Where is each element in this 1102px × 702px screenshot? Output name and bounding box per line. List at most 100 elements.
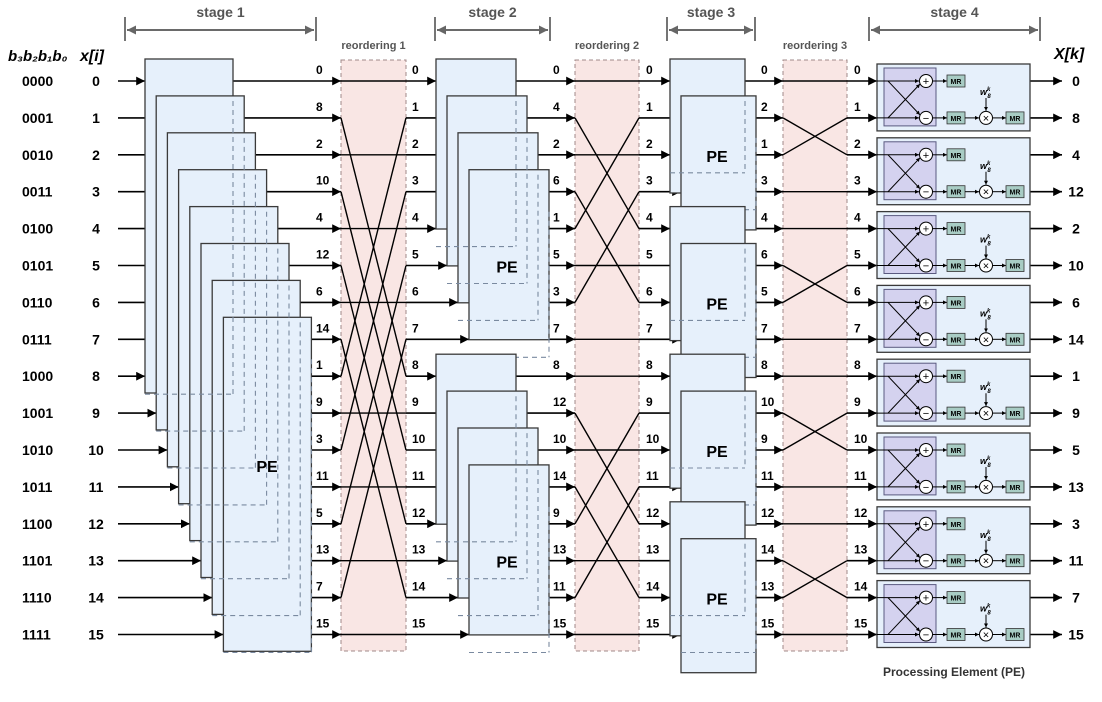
butterfly-wire [887,305,921,340]
output-index-label: 6 [1072,294,1080,310]
subtractor-symbol: − [923,334,929,346]
adder-icon [919,443,933,457]
input-index-label: 1 [92,110,100,126]
mr-label: MR [1010,116,1021,123]
stage-brackets [124,17,1041,41]
stage3-input-label: 5 [646,248,653,262]
stage1-output-label: 7 [316,580,323,594]
mr-label: MR [1010,411,1021,418]
output-index-label: 9 [1072,405,1080,421]
stage-label-4: stage 4 [930,4,978,20]
butterfly-wire [887,231,921,266]
stage-label-1: stage 1 [196,4,244,20]
mr-label: MR [951,633,962,640]
multiplier-icon [979,406,993,421]
stage2-input-label: 5 [412,248,419,262]
stage2-input-label: 3 [412,174,419,188]
stage3-input-label: 8 [646,358,653,372]
stage4-input-label: 8 [854,358,861,372]
butterfly-wire [887,378,921,414]
pe-label: PE [706,149,728,166]
stage4-input-label: 9 [854,395,861,409]
mr-register [1005,185,1025,199]
reordering3-cross-wire [782,264,848,304]
stage3-output-label: 15 [761,617,775,631]
mr-register [946,369,966,383]
mr-register [946,295,966,309]
stage4-input-label: 14 [854,580,868,594]
input-index-label: 10 [88,442,104,458]
stage2-output-label: 9 [553,506,560,520]
stage2-input-label: 13 [412,543,426,557]
multiplier-symbol: × [983,113,989,125]
mr-register [1005,111,1025,125]
stage2-output-label: 3 [553,284,560,298]
stage1-output-label: 10 [316,174,330,188]
mr-register [1005,554,1025,568]
mr-label: MR [951,300,962,307]
butterfly-wire [887,449,921,485]
adder-icon [919,147,933,162]
output-index-label: 11 [1069,553,1084,569]
stage4-input-label: 3 [854,174,861,188]
stage3-output-label: 12 [761,506,775,520]
stage2-input-label: 8 [412,358,419,372]
multiplier-icon [979,332,993,347]
butterfly-wire [887,597,921,632]
signal-wires [118,76,1062,639]
stage3-input-label: 11 [646,469,659,483]
reordering-region-1 [340,59,407,652]
reordering1-cross-wire [340,339,407,598]
binary-index-label: 1001 [22,405,53,421]
stage2-pe-4 [468,169,550,341]
subtractor-symbol: − [923,113,929,125]
butterfly-wire [887,600,921,635]
stage3-output-label: 10 [761,395,775,409]
stage3-input-label: 13 [646,543,660,557]
reordering3-cross-wire [782,412,848,451]
stage4-input-label: 5 [854,248,861,262]
stage2-output-label: 4 [553,100,560,114]
stage4-input-label: 12 [854,506,868,520]
multiplier-symbol: × [983,630,989,642]
stage2-output-label: 1 [553,211,560,225]
adder-symbol: + [923,297,929,309]
stage2-output-label: 13 [553,543,567,557]
adder-icon [919,221,933,236]
adder-symbol: + [923,593,929,605]
stage4-input-label: 0 [854,63,861,77]
mr-register [1005,406,1025,420]
stage4-input-label: 15 [854,617,868,631]
reordering1-cross-wire [340,117,407,377]
reordering3-cross-wire [782,560,848,599]
output-index-label: 14 [1068,331,1084,347]
mr-label: MR [951,448,962,455]
subtractor-icon [919,184,933,199]
mr-label: MR [1010,485,1021,492]
binary-index-label: 1000 [22,368,53,384]
stage1-output-label: 13 [316,543,330,557]
input-index-label: 6 [92,294,100,310]
mr-label: MR [951,227,962,234]
reordering-label-3: reordering 3 [783,40,847,52]
butterfly-wire [887,157,921,193]
mr-register [946,222,966,236]
stage3-pe [680,538,757,674]
mr-label: MR [1010,337,1021,344]
butterfly-wire [887,80,921,116]
stage1-pe-8 [222,316,313,652]
stage3-output-label: 9 [761,432,768,446]
mr-register [946,443,966,457]
stage1-output-label: 0 [316,63,323,77]
mr-register [946,517,966,531]
stage2-output-label: 15 [553,617,567,631]
output-index-label: 15 [1068,627,1084,643]
binary-index-label: 0001 [22,110,53,126]
stage-label-2: stage 2 [468,4,516,20]
multiplier-icon [979,184,993,199]
